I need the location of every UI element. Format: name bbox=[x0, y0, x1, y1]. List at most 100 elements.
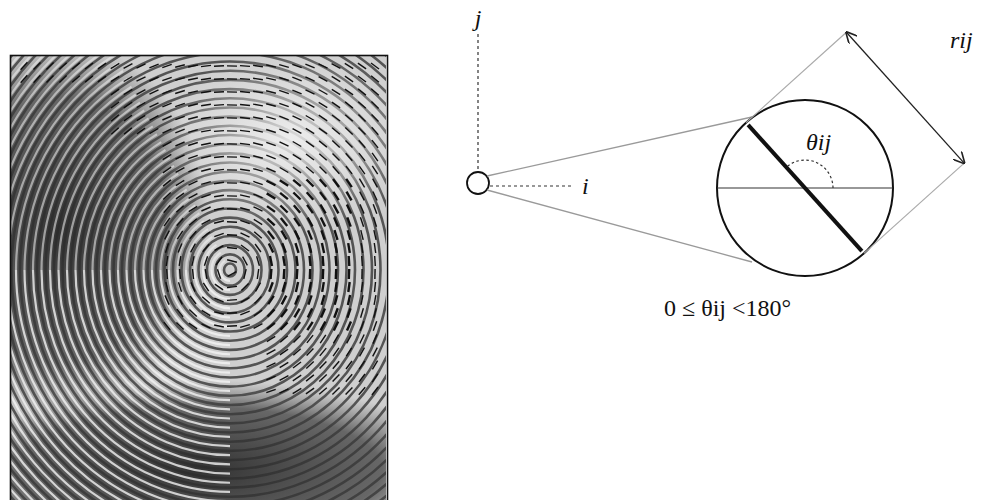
orientation-dash bbox=[346, 140, 353, 147]
orientation-dash bbox=[280, 336, 288, 342]
angle-arc bbox=[786, 160, 833, 188]
orientation-dash bbox=[371, 76, 379, 82]
orientation-dash bbox=[240, 65, 250, 67]
orientation-dash bbox=[85, 63, 93, 69]
orientation-dash bbox=[372, 127, 379, 134]
orientation-dash bbox=[175, 142, 184, 146]
orientation-dash bbox=[214, 208, 224, 210]
orientation-dash bbox=[124, 64, 133, 69]
orientation-dash bbox=[306, 362, 313, 369]
zoom-circle bbox=[717, 100, 893, 276]
orientation-dash bbox=[72, 76, 80, 83]
orientation-dash bbox=[372, 114, 379, 121]
orientation-dash bbox=[21, 75, 28, 83]
orientation-dash bbox=[201, 194, 210, 197]
orientation-dash bbox=[359, 153, 365, 161]
orientation-dash bbox=[319, 128, 327, 134]
orientation-dash bbox=[280, 206, 287, 213]
orientation-dash bbox=[294, 322, 300, 330]
orientation-dash bbox=[214, 157, 224, 158]
orientation-dash bbox=[240, 92, 250, 93]
orientation-dash bbox=[345, 89, 353, 95]
orientation-dash bbox=[334, 322, 338, 331]
orientation-dash bbox=[240, 169, 250, 171]
orientation-dash bbox=[348, 243, 350, 253]
orientation-dash bbox=[346, 387, 353, 394]
orientation-dash bbox=[334, 205, 339, 214]
ridge-light bbox=[169, 213, 200, 270]
orientation-dash bbox=[319, 154, 326, 161]
orientation-dash bbox=[253, 117, 263, 119]
orientation-dash bbox=[166, 243, 169, 253]
orientation-dash bbox=[319, 102, 328, 107]
orientation-dash bbox=[359, 361, 365, 369]
extension-line bbox=[864, 163, 964, 253]
orientation-dash bbox=[193, 269, 194, 279]
orientation-dash bbox=[279, 129, 288, 133]
orientation-dash bbox=[335, 269, 338, 279]
ridge-light bbox=[11, 270, 230, 500]
orientation-dash bbox=[348, 256, 351, 266]
ridge-light bbox=[16, 71, 123, 270]
orientation-dash bbox=[150, 129, 159, 134]
orientation-dash bbox=[164, 309, 169, 317]
orientation-dash bbox=[227, 312, 237, 314]
orientation-dash bbox=[124, 128, 132, 134]
orientation-dash bbox=[266, 65, 276, 67]
orientation-dash bbox=[175, 116, 184, 119]
orientation-dash bbox=[348, 295, 350, 305]
orientation-dash bbox=[345, 63, 353, 68]
orientation-dash bbox=[280, 349, 288, 355]
orientation-dash bbox=[334, 308, 338, 317]
orientation-dash bbox=[244, 269, 246, 279]
ridge-light bbox=[178, 221, 204, 270]
orientation-dash bbox=[374, 308, 377, 318]
orientation-dash bbox=[347, 308, 350, 317]
extension-line bbox=[746, 32, 846, 122]
orientation-dash bbox=[361, 308, 364, 318]
ridge-light bbox=[11, 270, 230, 500]
ridge-light bbox=[11, 270, 230, 500]
orientation-dash bbox=[347, 205, 351, 214]
orientation-dash bbox=[34, 62, 41, 69]
ridge-light bbox=[135, 270, 230, 373]
orientation-dash bbox=[189, 323, 197, 329]
orientation-dash bbox=[281, 231, 286, 240]
orientation-dash bbox=[321, 322, 326, 331]
orientation-dash bbox=[111, 63, 120, 68]
orientation-dash bbox=[240, 208, 250, 211]
orientation-dash bbox=[267, 181, 276, 186]
orientation-dash bbox=[162, 116, 171, 120]
orientation-dash bbox=[371, 102, 378, 109]
orientation-dash bbox=[266, 104, 276, 107]
orientation-dash bbox=[358, 89, 366, 95]
ridge bbox=[11, 56, 386, 500]
orientation-dash bbox=[98, 63, 106, 69]
orientation-dash bbox=[282, 296, 287, 305]
orientation-dash bbox=[332, 102, 340, 108]
ridge-light bbox=[110, 270, 231, 400]
orientation-dash bbox=[176, 323, 183, 330]
orientation-dash bbox=[215, 246, 224, 251]
ridge-light bbox=[11, 270, 230, 500]
orientation-dash bbox=[333, 374, 340, 381]
orientation-dash bbox=[375, 282, 376, 292]
ridge-orientation-line bbox=[748, 125, 862, 251]
orientation-dash bbox=[266, 376, 275, 380]
orientation-dash bbox=[292, 77, 301, 81]
orientation-dash bbox=[374, 295, 376, 305]
orientation-dash bbox=[188, 155, 197, 158]
orientation-dash bbox=[188, 168, 197, 172]
orientation-dash bbox=[266, 155, 275, 159]
orientation-dash bbox=[214, 325, 224, 327]
ridge-light bbox=[11, 270, 230, 500]
orientation-dash bbox=[188, 117, 198, 120]
orientation-dash bbox=[332, 115, 340, 121]
ridge bbox=[11, 56, 386, 500]
orientation-dash bbox=[281, 309, 287, 317]
orientation-dash bbox=[201, 207, 210, 211]
orientation-dash bbox=[162, 64, 171, 67]
orientation-dash bbox=[253, 104, 263, 106]
ridge-light bbox=[84, 270, 230, 428]
